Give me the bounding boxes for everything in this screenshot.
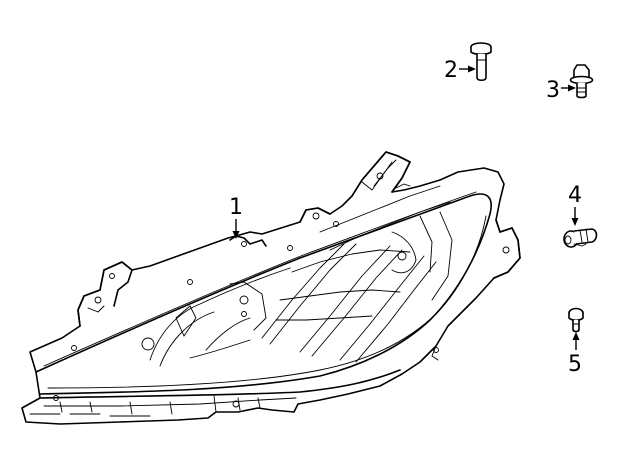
callout-3-arrowhead	[568, 84, 576, 92]
callout-4: 4	[568, 183, 582, 226]
callout-1-arrowhead	[232, 231, 240, 239]
callout-3: 3	[546, 78, 576, 103]
headlamp-assembly	[21, 151, 521, 425]
bolt-part-2	[470, 42, 492, 82]
callout-2-label: 2	[444, 58, 458, 83]
callout-5-label: 5	[568, 352, 582, 377]
callout-1-label: 1	[229, 195, 243, 220]
callout-3-label: 3	[546, 78, 560, 103]
screw-part-5	[568, 307, 584, 333]
clip-part-4	[563, 228, 598, 248]
callout-5-arrowhead	[572, 332, 580, 340]
callout-4-label: 4	[568, 183, 582, 208]
screw-part-3	[569, 64, 594, 99]
callout-5: 5	[568, 332, 582, 377]
callout-1: 1	[229, 195, 243, 239]
callout-2-arrowhead	[468, 65, 476, 73]
callout-2: 2	[444, 58, 476, 83]
callout-4-arrowhead	[571, 218, 579, 226]
